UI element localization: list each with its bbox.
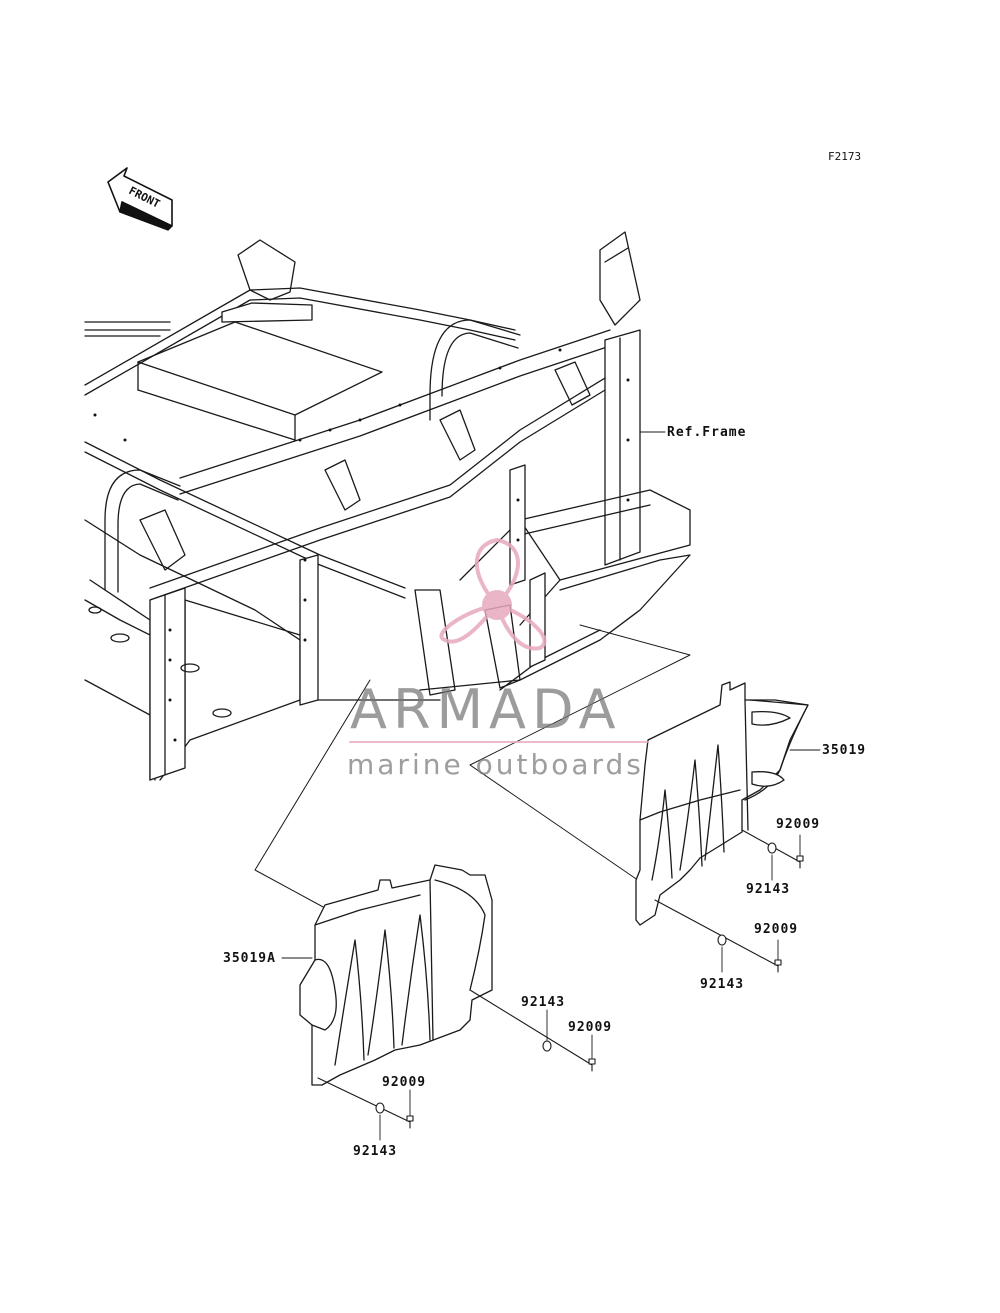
watermark-tagline: marine outboards bbox=[347, 748, 644, 781]
part-number-label[interactable]: 92009 bbox=[754, 922, 799, 937]
part-number-label[interactable]: 35019A bbox=[223, 951, 276, 966]
projection-lines bbox=[254, 624, 691, 909]
part-number-label[interactable]: 35019 bbox=[822, 743, 867, 758]
part-number-label[interactable]: 92143 bbox=[353, 1144, 398, 1159]
armada-logo-icon bbox=[439, 538, 547, 651]
leader-lines bbox=[281, 749, 821, 1141]
front-arrow-icon: FRONT bbox=[107, 167, 173, 231]
part-number-label[interactable]: 92143 bbox=[746, 882, 791, 897]
part-number-label[interactable]: 92143 bbox=[700, 977, 745, 992]
figure-code: F2173 bbox=[828, 150, 862, 163]
watermark-brand: ARMADA bbox=[350, 678, 622, 741]
cover-35019 bbox=[635, 681, 809, 926]
part-number-label[interactable]: 92143 bbox=[521, 995, 566, 1010]
vehicle-frame bbox=[84, 231, 691, 781]
ref-frame-label: Ref.Frame bbox=[667, 425, 747, 440]
cover-35019A bbox=[299, 864, 493, 1086]
part-number-label[interactable]: 92009 bbox=[382, 1075, 427, 1090]
part-number-label[interactable]: 92009 bbox=[568, 1020, 613, 1035]
part-number-label[interactable]: 92009 bbox=[776, 817, 821, 832]
